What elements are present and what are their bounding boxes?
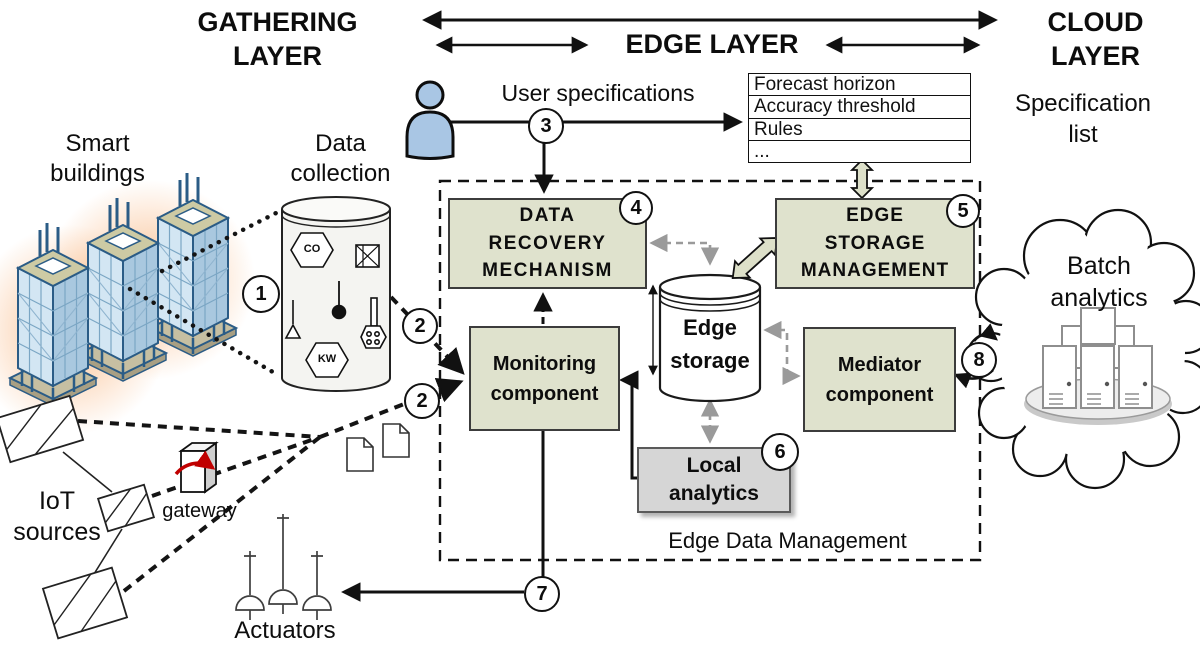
cloud-layer-label: CLOUD LAYER	[1047, 7, 1144, 71]
data-collection-label: Data collection	[290, 130, 391, 187]
edge-data-management-label: Edge Data Management	[668, 528, 907, 553]
specification-list-table: Forecast horizon Accuracy threshold Rule…	[748, 73, 971, 163]
gateway-icon	[174, 441, 219, 494]
user-specifications-label: User specifications	[501, 80, 695, 106]
actuators-label: Actuators	[234, 617, 336, 644]
spec-row-rules: Rules	[749, 119, 970, 141]
monitoring-component-box: Monitoring component	[469, 326, 620, 431]
gateway-label: gateway	[162, 500, 237, 522]
component-flows	[341, 292, 639, 602]
smart-buildings-label: Smart buildings	[50, 130, 145, 187]
iot-sources-icon	[0, 394, 156, 640]
local-analytics-box: Local analytics	[637, 447, 791, 513]
step-1-badge: 1	[242, 275, 280, 313]
iot-sources-label: IoT sources	[13, 487, 101, 546]
document-icons	[346, 423, 410, 472]
step-3-badge: 3	[528, 108, 564, 144]
kw-sensor-icon	[305, 342, 349, 378]
step-5-badge: 5	[946, 194, 980, 228]
step-8-badge: 8	[961, 342, 997, 378]
actuators-icon	[235, 514, 332, 620]
mediator-component-box: Mediator component	[803, 327, 956, 432]
kw-sensor-label: KW	[317, 353, 337, 365]
co-sensor-icon	[290, 232, 334, 268]
gathering-layer-label: GATHERING LAYER	[197, 7, 358, 71]
step-2-badge-data: 2	[402, 308, 438, 344]
co-sensor-label: CO	[303, 243, 321, 255]
step-2-badge-iot: 2	[404, 383, 440, 419]
triangle-sensor-icon	[284, 300, 302, 339]
edge-layer-label: EDGE LAYER	[625, 29, 799, 59]
data-recovery-mechanism-box: DATA RECOVERY MECHANISM	[448, 198, 647, 289]
edge-storage-management-box: EDGE STORAGE MANAGEMENT	[775, 198, 975, 289]
spec-row-forecast-horizon: Forecast horizon	[749, 74, 970, 97]
key-sensor-icon	[360, 297, 387, 349]
batch-analytics-label: Batch analytics	[1050, 252, 1148, 312]
step-4-badge: 4	[619, 191, 653, 225]
spec-row-accuracy-threshold: Accuracy threshold	[749, 96, 970, 119]
edge-storage-icon	[648, 273, 762, 403]
batch-analytics-cloud	[965, 208, 1200, 490]
data-collection-dotted-links	[127, 208, 283, 378]
layer-span-arrows	[422, 10, 998, 54]
gray-dashed-flows	[649, 233, 801, 444]
edge-storage-label: Edge storage	[670, 315, 750, 373]
step-7-badge: 7	[524, 576, 560, 612]
iot-links	[62, 451, 123, 575]
data-collection-icon	[281, 196, 391, 392]
user-icon	[405, 80, 455, 160]
specification-list-label: Specification list	[1014, 90, 1152, 148]
server-stack-icon	[1024, 307, 1172, 425]
spec-row-more: ...	[754, 140, 770, 162]
window-sensor-icon	[355, 244, 380, 268]
thermometer-sensor-icon	[331, 281, 347, 320]
step-6-badge: 6	[761, 433, 799, 471]
